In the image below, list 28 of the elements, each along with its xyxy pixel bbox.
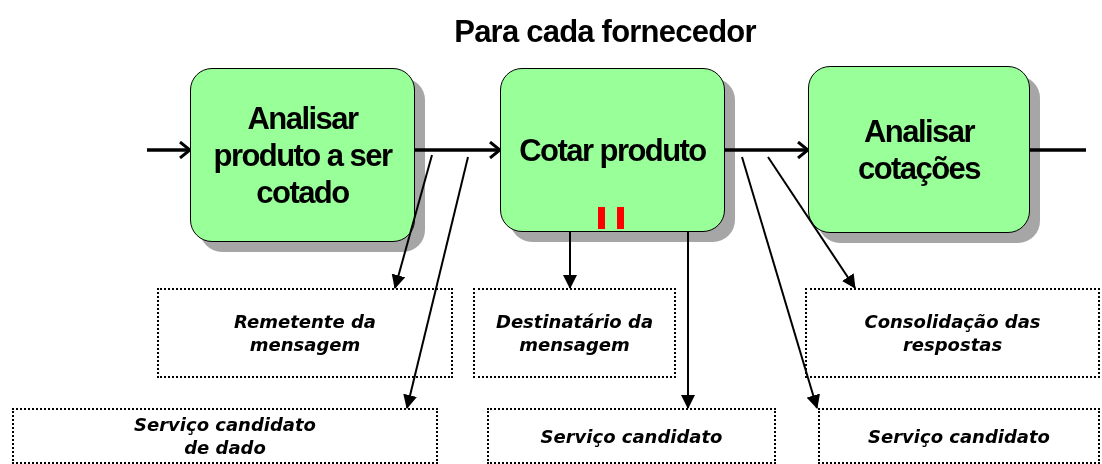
process-label: Cotar produto xyxy=(519,131,706,169)
process-label: Analisar produto a ser cotado xyxy=(212,99,393,211)
annotation-box xyxy=(157,288,453,378)
arrow xyxy=(563,231,577,289)
annotation-text: Serviço candidato de dado xyxy=(133,413,317,459)
process-box xyxy=(808,66,1030,233)
annotation-box xyxy=(818,408,1100,464)
arrow xyxy=(767,156,856,289)
annotation-text: Remetente da mensagem xyxy=(233,310,377,356)
annotation-box xyxy=(473,288,676,378)
annotation-text: Consolidação das respostas xyxy=(863,310,1042,356)
annotation-box xyxy=(805,288,1100,378)
arrow xyxy=(741,156,820,409)
annotation-box xyxy=(12,408,438,464)
arrow xyxy=(415,140,502,160)
diagram-title: Para cada fornecedor xyxy=(453,13,757,51)
arrow xyxy=(147,140,192,160)
process-box xyxy=(500,68,725,232)
arrow xyxy=(725,140,810,160)
arrow xyxy=(391,154,433,289)
annotation-text: Destinatário da mensagem xyxy=(494,310,655,356)
annotation-text: Serviço candidato xyxy=(540,424,723,448)
process-box xyxy=(190,68,415,242)
arrow xyxy=(681,231,695,409)
process-label: Analisar cotações xyxy=(857,112,982,187)
arrow xyxy=(403,156,469,409)
annotation-box xyxy=(487,408,776,464)
annotation-text: Serviço candidato xyxy=(868,424,1050,448)
